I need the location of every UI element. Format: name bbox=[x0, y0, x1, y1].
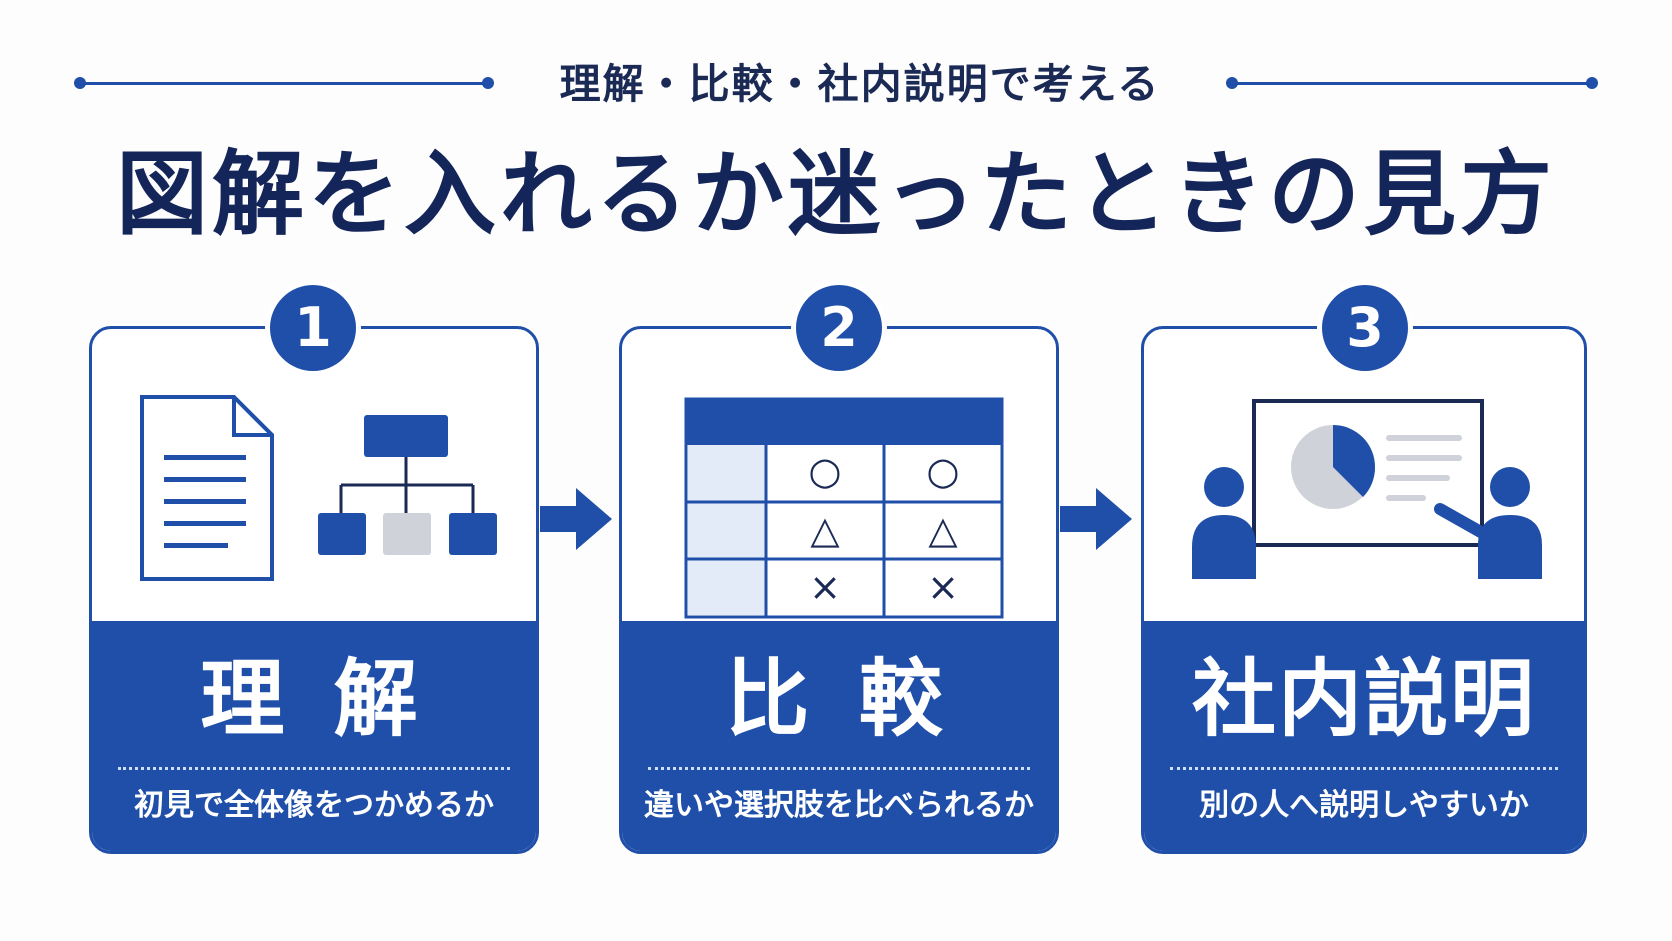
subtitle-line-left bbox=[80, 82, 488, 85]
dotted-divider bbox=[1170, 767, 1558, 770]
step-card-explain: 社内説明 別の人へ説明しやすいか bbox=[1141, 326, 1587, 854]
step-description: 初見で全体像をつかめるか bbox=[134, 788, 494, 823]
subtitle-row: 理解・比較・社内説明で考える bbox=[0, 52, 1672, 112]
dotted-divider bbox=[118, 767, 510, 770]
arrow-right-icon bbox=[540, 488, 612, 550]
presentation-icon bbox=[1192, 399, 1542, 579]
step-card-understand: 理 解 初見で全体像をつかめるか bbox=[89, 326, 539, 854]
subtitle-dot bbox=[74, 77, 86, 89]
dotted-divider bbox=[648, 767, 1030, 770]
subtitle-dot bbox=[482, 77, 494, 89]
step-label: 理 解 bbox=[200, 650, 428, 748]
table-cell: × bbox=[809, 565, 841, 609]
step-label: 社内説明 bbox=[1191, 650, 1536, 748]
step-number-badge: 3 bbox=[1317, 280, 1413, 376]
subtitle-dot bbox=[1226, 77, 1238, 89]
table-cell: ○ bbox=[808, 449, 841, 493]
table-cell: ○ bbox=[926, 449, 959, 493]
step-number-badge: 2 bbox=[791, 280, 887, 376]
step-label: 比 較 bbox=[725, 650, 953, 748]
table-cell: △ bbox=[928, 508, 958, 552]
arrow-right-icon bbox=[1060, 488, 1132, 550]
card-footer: 理 解 初見で全体像をつかめるか bbox=[92, 621, 536, 851]
subtitle-line-right bbox=[1232, 82, 1592, 85]
table-cell: × bbox=[927, 565, 959, 609]
comparison-table-icon: ○ ○ △ △ × × bbox=[684, 397, 1004, 619]
step-number-badge: 1 bbox=[265, 280, 361, 376]
step-description: 別の人へ説明しやすいか bbox=[1199, 788, 1529, 823]
subtitle: 理解・比較・社内説明で考える bbox=[559, 60, 1161, 108]
document-icon bbox=[140, 395, 274, 581]
main-title: 図解を入れるか迷ったときの見方 bbox=[115, 141, 1556, 248]
org-chart-icon bbox=[318, 415, 497, 555]
subtitle-dot bbox=[1586, 77, 1598, 89]
document-org-chart-illustration bbox=[140, 395, 497, 581]
table-cell: △ bbox=[810, 508, 840, 552]
step-card-compare: ○ ○ △ △ × × 比 較 違いや選択肢を比べられるか bbox=[619, 326, 1059, 854]
card-footer: 社内説明 別の人へ説明しやすいか bbox=[1144, 621, 1584, 851]
card-footer: 比 較 違いや選択肢を比べられるか bbox=[622, 621, 1056, 851]
step-description: 違いや選択肢を比べられるか bbox=[644, 788, 1034, 823]
